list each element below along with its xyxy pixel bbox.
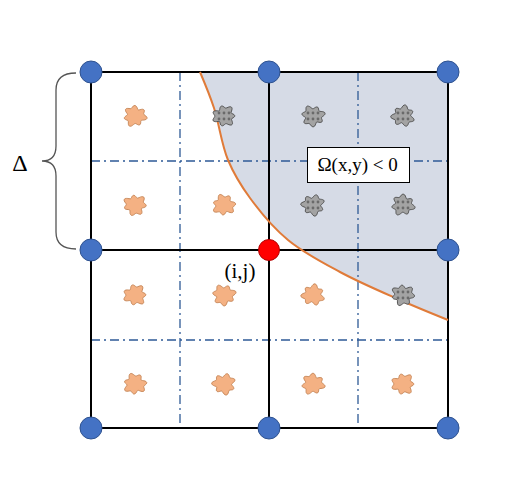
particle-texture (307, 207, 310, 210)
particle-texture (397, 297, 400, 300)
particle-texture (407, 207, 410, 210)
fluid-particle (213, 194, 235, 214)
particle-texture (218, 118, 221, 121)
fluid-particle (212, 374, 235, 395)
particle-texture (402, 118, 405, 121)
particle-texture (407, 201, 410, 204)
grid-node (80, 61, 102, 83)
particle-texture (402, 207, 405, 210)
dimension-label: Δ (11, 150, 28, 176)
particle-texture (307, 201, 310, 204)
negative-region (200, 72, 448, 320)
particle-texture (407, 291, 410, 294)
particle-texture (312, 118, 315, 121)
particle-texture (228, 112, 231, 115)
fluid-particle (301, 284, 324, 305)
particle-texture (307, 118, 310, 121)
particle-texture (317, 118, 320, 121)
particle-texture (407, 112, 410, 115)
particle-texture (397, 201, 400, 204)
solid-particle (392, 194, 415, 215)
solid-particle (302, 106, 325, 127)
particle-texture (312, 207, 315, 210)
fluid-particle (125, 373, 147, 394)
particle-texture (223, 112, 226, 115)
solid-particle (213, 106, 235, 126)
particle-texture (317, 207, 320, 210)
grid-node (258, 61, 280, 83)
dimension-brace (42, 73, 76, 249)
particle-texture (317, 112, 320, 115)
particle-texture (402, 297, 405, 300)
fluid-particle (213, 285, 236, 306)
particle-texture (397, 112, 400, 115)
particle-texture (402, 201, 405, 204)
grid-node (437, 417, 459, 439)
particle-texture (407, 118, 410, 121)
grid-node (437, 61, 459, 83)
region-label-box: Ω(x,y) < 0 (307, 147, 410, 183)
node-index-label: (i,j) (224, 260, 257, 283)
particle-texture (312, 112, 315, 115)
solid-particle (301, 195, 324, 216)
grid-node (80, 239, 102, 261)
center-node (259, 240, 280, 261)
fluid-particle (124, 285, 146, 305)
particle-texture (317, 201, 320, 204)
particle-texture (307, 112, 310, 115)
fluid-particle (124, 195, 146, 215)
fluid-particle (392, 374, 414, 394)
interface-curve (200, 72, 448, 320)
particle-texture (397, 118, 400, 121)
particle-texture (218, 112, 221, 115)
particle-texture (312, 201, 315, 204)
solid-particle (392, 285, 414, 305)
particle-texture (402, 291, 405, 294)
particle-texture (228, 118, 231, 121)
particle-texture (397, 207, 400, 210)
particle-texture (402, 112, 405, 115)
fluid-particle (124, 105, 147, 126)
particle-texture (397, 291, 400, 294)
fluid-particle (302, 373, 325, 394)
grid-node (80, 417, 102, 439)
grid-node (437, 239, 459, 261)
region-label: Ω(x,y) < 0 (318, 154, 399, 176)
grid-node (258, 417, 280, 439)
particle-texture (223, 118, 226, 121)
particle-texture (407, 297, 410, 300)
solid-particle (391, 105, 414, 126)
